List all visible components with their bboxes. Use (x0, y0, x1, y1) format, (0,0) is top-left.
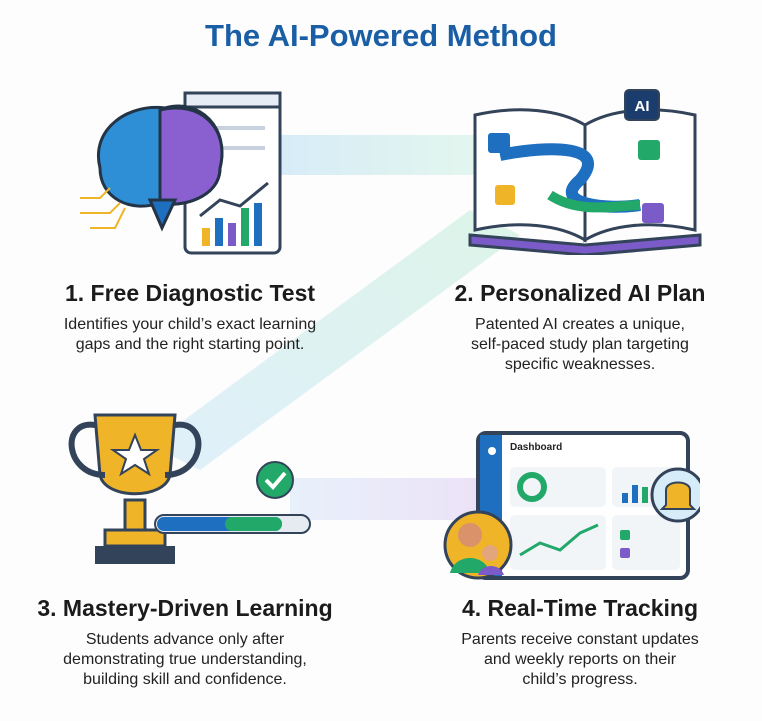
chip-label: AI (635, 98, 650, 115)
step-1: 1. Free Diagnostic Test Identifies your … (10, 280, 370, 355)
step-4: 4. Real-Time Tracking Parents receive co… (400, 595, 760, 690)
book-icon (473, 108, 587, 243)
step-heading: 3. Mastery-Driven Learning (37, 595, 333, 621)
brain-diagnostic-illustration (80, 91, 282, 255)
step-text: gaps and the right starting point. (75, 336, 305, 353)
brain-icon (97, 104, 224, 232)
page-title: The AI-Powered Method (205, 18, 557, 53)
ai-plan-book-illustration: AI (468, 89, 702, 255)
trophy-icon (68, 413, 202, 564)
step-text: Patented AI creates a unique, (475, 316, 685, 333)
step-3: 3. Mastery-Driven Learning Students adva… (5, 595, 365, 690)
step-heading: 2. Personalized AI Plan (454, 280, 706, 306)
band-2-3 (150, 210, 520, 470)
star-icon (109, 432, 161, 477)
dashboard-graphic (443, 431, 700, 580)
trophy-mastery-illustration (68, 413, 311, 564)
ai-chip-icon (624, 89, 660, 121)
checkmark-icon (256, 461, 294, 499)
bar-chart-icon (199, 181, 269, 246)
step-text: Parents receive constant updates (461, 631, 699, 648)
step-text: Identifies your child’s exact learning (63, 316, 317, 333)
step-text: and weekly reports on their (483, 651, 677, 668)
step-text: building skill and confidence. (83, 671, 287, 688)
step-2: 2. Personalized AI Plan Patented AI crea… (400, 280, 760, 375)
step-heading: 1. Free Diagnostic Test (64, 280, 316, 306)
step-heading: 4. Real-Time Tracking (461, 595, 699, 621)
parent-child-avatar (443, 510, 513, 580)
band-1-2 (280, 135, 480, 175)
step-text: specific weaknesses. (504, 356, 656, 373)
step-text: child’s progress. (522, 671, 638, 688)
step-text: self-paced study plan targeting (471, 336, 689, 353)
dashboard-tracking-illustration: Dashboard (440, 425, 700, 585)
step-text: demonstrating true understanding, (63, 651, 307, 668)
bell-icon (650, 467, 700, 523)
dashboard-label: Dashboard (510, 442, 563, 453)
band-3-4 (290, 478, 480, 520)
step-text: Students advance only after (85, 631, 285, 648)
